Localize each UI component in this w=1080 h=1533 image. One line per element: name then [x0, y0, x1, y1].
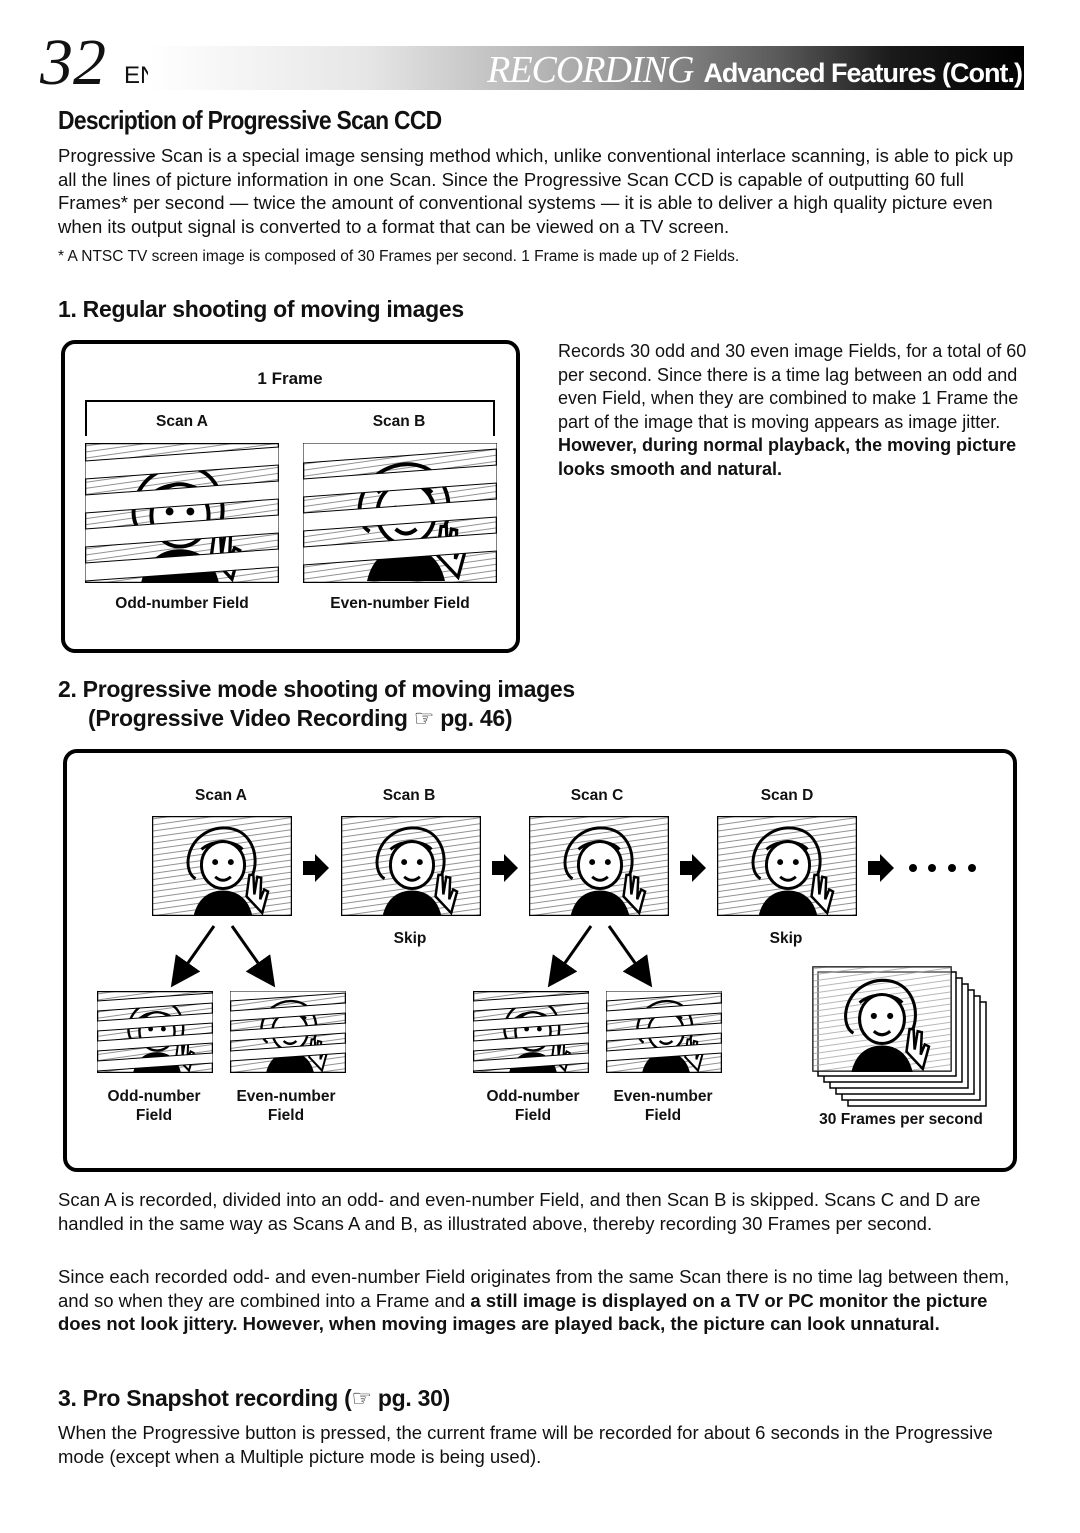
skip-label-b: Skip	[393, 930, 427, 947]
frame-label: 1 Frame	[257, 369, 323, 388]
page-reference-icon: ☞	[351, 1385, 373, 1411]
subsection-title: Advanced Features (Cont.)	[703, 58, 1023, 88]
section1-text: Records 30 odd and 30 even image Fields,…	[558, 340, 1028, 481]
scan-c-odd-field	[473, 991, 589, 1073]
footnote: * A NTSC TV screen image is composed of …	[58, 248, 740, 265]
section2-heading-line2: (Progressive Video Recording ☞ pg. 46)	[88, 705, 513, 731]
scan-c-label: Scan C	[570, 787, 624, 804]
section2-paragraph1: Scan A is recorded, divided into an odd-…	[58, 1189, 981, 1234]
header-banner	[148, 46, 1024, 90]
stacked-frames-image	[812, 966, 987, 1107]
section1-text-bold: However, during normal playback, the mov…	[558, 435, 1017, 479]
section3-text: When the Progressive button is pressed, …	[58, 1422, 993, 1467]
fig1-scan-b-label: Scan B	[372, 413, 426, 430]
page-number: 32	[40, 26, 106, 99]
scan-a-odd-field	[97, 991, 213, 1073]
scan-c-even-field	[606, 991, 722, 1073]
arrow-right-icon	[303, 854, 329, 882]
intro-paragraph: Progressive Scan is a special image sens…	[58, 145, 1014, 237]
frames-per-second-label: 30 Frames per second	[819, 1111, 983, 1128]
fig1-scan-a-label: Scan A	[156, 413, 208, 430]
skip-label-d: Skip	[769, 930, 803, 947]
arrow-right-icon	[492, 854, 518, 882]
scan-a-even-field	[230, 991, 346, 1073]
header-title: RECORDING Advanced Features (Cont.)	[487, 48, 1023, 92]
frame-bracket	[85, 400, 495, 436]
scan-c-image	[529, 816, 669, 916]
odd-field-image	[85, 443, 279, 583]
scan-d-image	[717, 816, 857, 916]
split-arrows-c	[547, 925, 653, 988]
scan-b-label: Scan B	[382, 787, 436, 804]
section1-heading: 1. Regular shooting of moving images	[58, 296, 464, 322]
scan-d-label: Scan D	[760, 787, 814, 804]
scan-a-label: Scan A	[195, 787, 247, 804]
odd-field-label: Odd-number Field	[115, 595, 249, 612]
section-title: RECORDING	[487, 49, 694, 91]
scan-a-image	[152, 816, 292, 916]
page-reference-icon: ☞	[413, 705, 435, 731]
section2-heading-line1: 2. Progressive mode shooting of moving i…	[58, 676, 575, 702]
progressive-shooting-figure	[63, 749, 1017, 1172]
page-title: Description of Progressive Scan CCD	[58, 105, 442, 135]
even-field-image	[303, 443, 497, 583]
continuation-arrow-icon	[868, 854, 976, 882]
arrow-right-icon	[680, 854, 706, 882]
section2-paragraph2: Since each recorded odd- and even-number…	[58, 1266, 1010, 1334]
scan-b-image	[341, 816, 481, 916]
section1-text-normal: Records 30 odd and 30 even image Fields,…	[558, 341, 1027, 432]
section3-heading: 3. Pro Snapshot recording (☞ pg. 30)	[58, 1385, 450, 1411]
regular-shooting-figure	[61, 340, 520, 653]
split-arrows-a	[170, 925, 276, 988]
even-field-label: Even-number Field	[330, 595, 470, 612]
